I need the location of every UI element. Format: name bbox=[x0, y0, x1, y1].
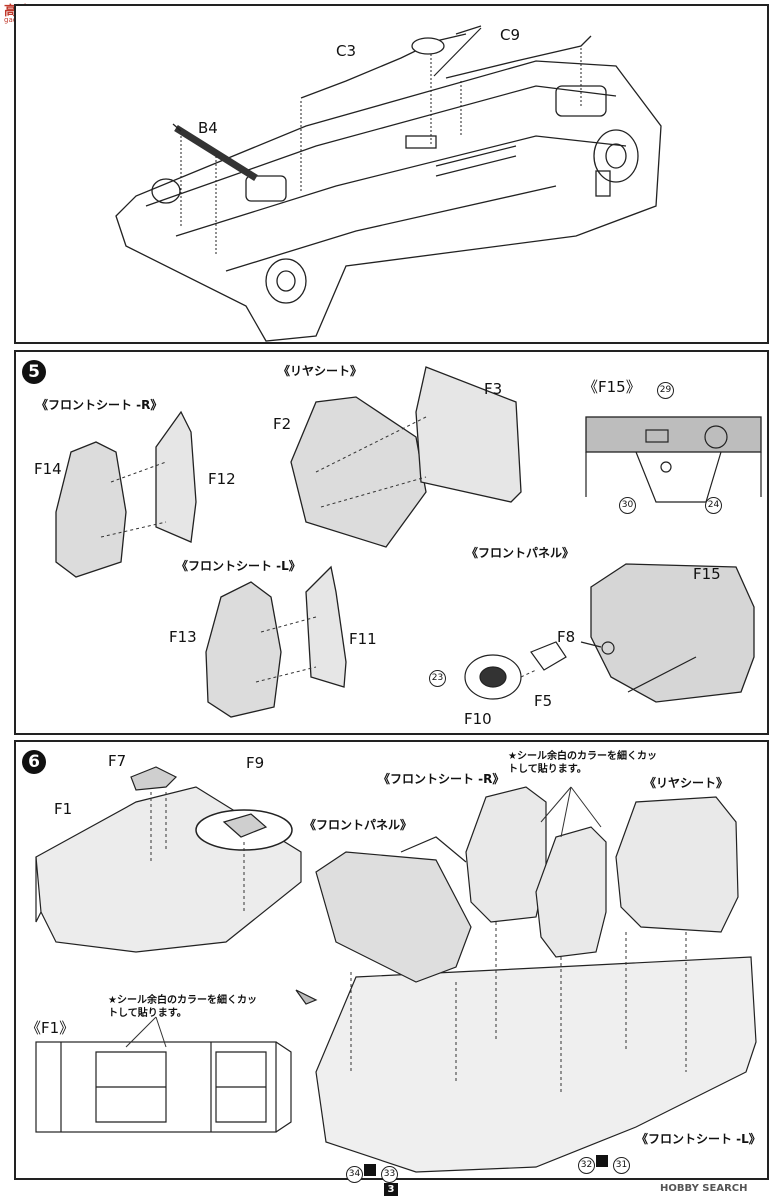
part-label-f12: F12 bbox=[208, 470, 236, 488]
decal-30: 30 bbox=[619, 497, 636, 514]
header-front-seat-l: 《フロントシート -L》 bbox=[176, 559, 301, 573]
header-front-panel: 《フロントパネル》 bbox=[304, 818, 413, 832]
seal-note-top: ★シール余白のカラーを細くカットして貼ります。 bbox=[508, 751, 657, 775]
part-label-f1: F1 bbox=[54, 800, 73, 818]
decal-33: 33 bbox=[381, 1166, 398, 1183]
header-rear-seat: 《リヤシート》 bbox=[278, 364, 363, 378]
part-label-f5: F5 bbox=[534, 692, 553, 710]
header-f15-detail: 《F15》 bbox=[583, 378, 641, 396]
page-number: 3 bbox=[384, 1183, 398, 1196]
part-label-f11: F11 bbox=[349, 630, 377, 648]
part-label-f9: F9 bbox=[246, 754, 265, 772]
step-number-6: 6 bbox=[22, 750, 46, 774]
part-label-b4: B4 bbox=[198, 119, 218, 137]
header-front-panel: 《フロントパネル》 bbox=[466, 546, 575, 560]
step5-panel: 5 bbox=[14, 350, 769, 735]
header-front-seat-l: 《フロントシート -L》 bbox=[636, 1132, 761, 1146]
decal-34: 34 bbox=[346, 1166, 363, 1183]
step5-drawing bbox=[55, 366, 762, 718]
part-label-f13: F13 bbox=[169, 628, 197, 646]
decal-24: 24 bbox=[705, 497, 722, 514]
part-label-f8: F8 bbox=[557, 628, 576, 646]
decal-pair-marker-right bbox=[596, 1155, 608, 1167]
chassis-drawing bbox=[115, 25, 662, 342]
part-label-f15: F15 bbox=[693, 565, 721, 583]
part-label-f3: F3 bbox=[484, 380, 503, 398]
part-label-c9: C9 bbox=[500, 26, 521, 44]
part-label-f2: F2 bbox=[273, 415, 292, 433]
header-rear-seat: 《リヤシート》 bbox=[644, 776, 729, 790]
part-label-f14: F14 bbox=[34, 460, 62, 478]
step-number-5: 5 bbox=[22, 360, 46, 384]
header-front-seat-r: 《フロントシート -R》 bbox=[36, 398, 163, 412]
hobby-search-watermark: HOBBY SEARCH bbox=[660, 1183, 748, 1194]
step6-panel: 6 bbox=[14, 740, 769, 1183]
part-label-f7: F7 bbox=[108, 752, 127, 770]
decal-29: 29 bbox=[657, 382, 674, 399]
part-label-f10: F10 bbox=[464, 710, 492, 728]
step6-drawing bbox=[35, 766, 757, 1173]
part-label-c3: C3 bbox=[336, 42, 357, 60]
step4-panel: C3 C9 B4 bbox=[14, 4, 769, 344]
decal-pair-marker-left bbox=[364, 1164, 376, 1176]
seal-note-f1: ★シール余白のカラーを細くカットして貼ります。 bbox=[108, 995, 257, 1019]
decal-31: 31 bbox=[613, 1157, 630, 1174]
decal-32: 32 bbox=[578, 1157, 595, 1174]
decal-23: 23 bbox=[429, 670, 446, 687]
header-f1-detail: 《F1》 bbox=[26, 1019, 75, 1037]
header-front-seat-r: 《フロントシート -R》 bbox=[378, 772, 505, 786]
